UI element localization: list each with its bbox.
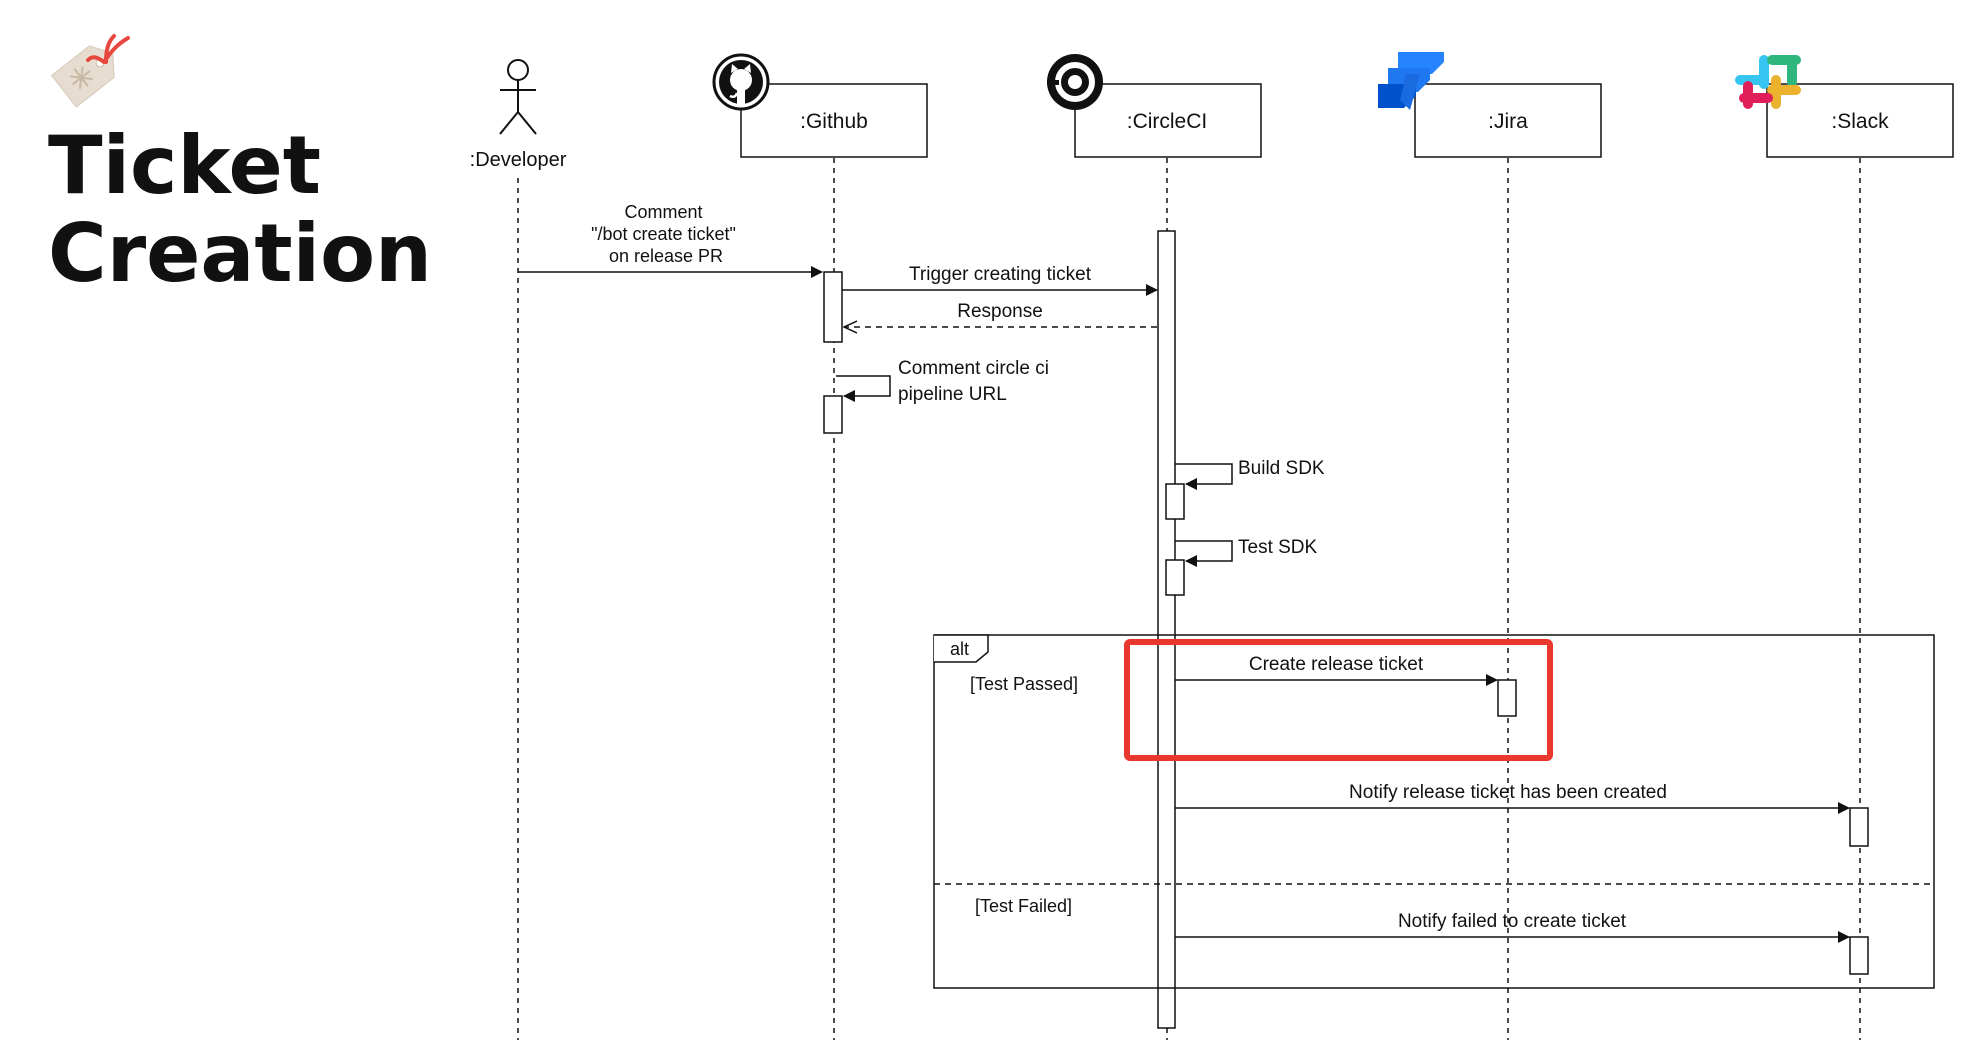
message-comment: Comment "/bot create ticket" on release …: [518, 202, 823, 278]
activation-jira: [1497, 679, 1517, 717]
message-create-ticket-label: Create release ticket: [1249, 654, 1424, 675]
participant-label-developer: :Developer: [470, 149, 567, 171]
message-response-label: Response: [957, 301, 1043, 322]
alt-operator-label: alt: [950, 639, 969, 659]
message-comment-url-label: Comment circle ci pipeline URL: [898, 358, 1054, 405]
participant-label-github: :Github: [800, 110, 868, 133]
participant-label-slack: :Slack: [1831, 110, 1889, 133]
ribbon-icon: [86, 34, 130, 64]
github-icon: [712, 53, 770, 111]
page-title-line-1: Ticket: [48, 119, 321, 212]
alt-fragment: alt [Test Passed] [Test Failed]: [933, 634, 1935, 989]
message-test: Test SDK: [1175, 537, 1318, 567]
activation-github-1: [823, 271, 843, 343]
participant-developer: :Developer: [470, 59, 567, 171]
page-title: Ticket Creation: [48, 122, 432, 298]
message-build: Build SDK: [1175, 458, 1325, 490]
activation-circleci-build: [1165, 483, 1185, 520]
activation-slack-1: [1849, 807, 1869, 847]
participant-github: :Github: [712, 53, 928, 158]
message-test-label: Test SDK: [1238, 537, 1318, 558]
message-notify-created: Notify release ticket has been created: [1175, 782, 1850, 814]
activation-circleci-main: [1157, 230, 1176, 1029]
activation-github-2: [823, 395, 843, 434]
message-comment-url: Comment circle ci pipeline URL: [836, 358, 1054, 405]
participant-jira: :Jira: [1378, 52, 1602, 158]
message-trigger-label: Trigger creating ticket: [909, 264, 1092, 285]
circleci-icon: [1047, 54, 1103, 110]
guard-test-passed: [Test Passed]: [970, 674, 1078, 694]
participant-circleci: :CircleCI: [1047, 54, 1262, 158]
message-notify-failed-label: Notify failed to create ticket: [1398, 911, 1627, 932]
participant-slack: :Slack: [1735, 55, 1954, 158]
message-trigger: Trigger creating ticket: [842, 264, 1158, 296]
message-notify-created-label: Notify release ticket has been created: [1349, 782, 1667, 803]
guard-test-failed: [Test Failed]: [975, 896, 1072, 916]
activation-bars: [823, 230, 1869, 1029]
lifelines: [517, 158, 1861, 1040]
message-notify-failed: Notify failed to create ticket: [1175, 911, 1850, 943]
participant-label-jira: :Jira: [1488, 110, 1528, 133]
message-response: Response: [844, 301, 1157, 327]
message-comment-label: Comment "/bot create ticket" on release …: [591, 202, 741, 266]
slack-icon: [1735, 55, 1801, 109]
page-title-line-2: Creation: [48, 207, 432, 300]
message-build-label: Build SDK: [1238, 458, 1325, 479]
jira-icon: [1378, 52, 1444, 110]
message-create-ticket: Create release ticket: [1175, 654, 1498, 686]
highlight-box: [1124, 639, 1553, 761]
activation-slack-2: [1849, 936, 1869, 975]
activation-circleci-test: [1165, 559, 1185, 596]
actor-icon: [499, 59, 537, 135]
participant-label-circleci: :CircleCI: [1127, 110, 1208, 133]
